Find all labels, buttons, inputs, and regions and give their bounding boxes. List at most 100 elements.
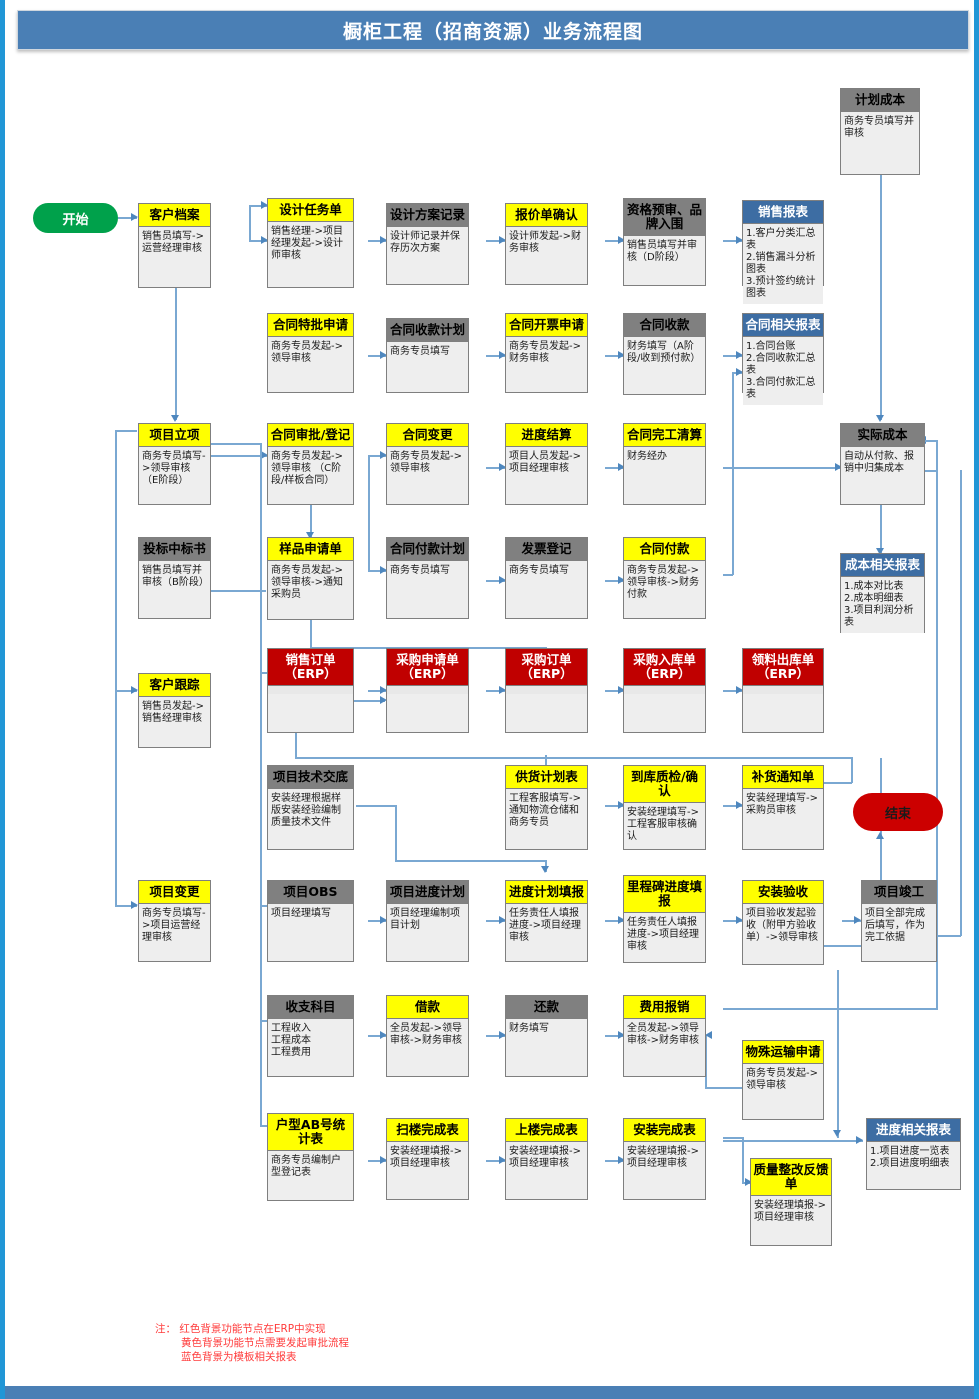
node-contract-recv-plan[interactable]: 合同收款计划 商务专员填写 — [386, 318, 469, 393]
node-title: 质量整改反馈单 — [751, 1159, 831, 1196]
arrowhead-icon — [261, 201, 268, 209]
node-repay[interactable]: 还款 财务填写 — [505, 995, 588, 1077]
node-project-change[interactable]: 项目变更 商务专员填写->项目运营经理审核 — [138, 880, 211, 962]
node-contract-special[interactable]: 合同特批申请 商务专员发起->领导审核 — [267, 313, 354, 393]
node-title: 成本相关报表 — [841, 554, 924, 577]
node-house-ab-stat[interactable]: 户型AB号统计表 商务专员编制户型登记表 — [267, 1113, 354, 1201]
node-title: 客户跟踪 — [139, 674, 210, 697]
node-quote-confirm[interactable]: 报价单确认 设计师发起->财务审核 — [505, 203, 588, 285]
node-body: 财务填写 — [506, 1019, 587, 1039]
node-design-task[interactable]: 设计任务单 销售经理->项目经理发起->设计师审核 — [267, 198, 354, 288]
node-project-setup[interactable]: 项目立项 商务专员填写->领导审核 （E阶段） — [138, 423, 211, 505]
node-body: 商务专员填写->项目运营经理审核 — [139, 904, 210, 948]
connector — [925, 440, 937, 442]
node-title: 设计任务单 — [268, 199, 353, 222]
node-purchase-req[interactable]: 采购申请单 （ERP） — [386, 648, 469, 733]
connector — [118, 217, 137, 219]
node-tech-brief[interactable]: 项目技术交底 安装经理根据样版安装经验编制质量技术文件 — [267, 765, 354, 850]
node-quality-fix[interactable]: 质量整改反馈单 安装经理填报->项目经理审核 — [750, 1158, 832, 1246]
node-contract-pay-plan[interactable]: 合同付款计划 商务专员填写 — [386, 537, 469, 619]
node-actual-cost[interactable]: 实际成本 自动从付款、报销中归集成本 — [840, 423, 925, 505]
node-contract-payment[interactable]: 合同付款 商务专员发起->领导审核->财务付款 — [623, 537, 706, 619]
arrowhead-icon — [833, 1130, 841, 1137]
node-title: 计划成本 — [841, 89, 919, 112]
node-title: 扫楼完成表 — [387, 1119, 468, 1142]
node-purchase-in[interactable]: 采购入库单 （ERP） — [623, 648, 706, 733]
node-upstairs-done[interactable]: 上楼完成表 安装经理填报->项目经理审核 — [505, 1118, 588, 1200]
node-body: 商务专员填写 — [387, 342, 468, 362]
node-contract-change[interactable]: 合同变更 商务专员发起->领导审核 — [386, 423, 469, 505]
arrowhead-icon — [618, 576, 625, 584]
connector — [115, 905, 137, 907]
node-progress-settle[interactable]: 进度结算 项目人员发起->项目经理审核 — [505, 423, 588, 505]
node-scan-done[interactable]: 扫楼完成表 安装经理填报->项目经理审核 — [386, 1118, 469, 1200]
node-customer-file[interactable]: 客户档案 销售员填写->运营经理审核 — [138, 203, 211, 288]
connector — [486, 240, 505, 242]
page-title: 橱柜工程（招商资源）业务流程图 — [342, 20, 643, 43]
node-project-sched[interactable]: 项目进度计划 项目经理编制项目计划 — [386, 880, 469, 962]
node-replenish-notice[interactable]: 补货通知单 安装经理填写->采购员审核 — [742, 765, 824, 850]
connector — [395, 805, 397, 860]
connector — [824, 782, 852, 784]
node-contract-approve[interactable]: 合同审批/登记 商务专员发起->领导审核 （C阶段/样板合同） — [267, 423, 354, 505]
connector — [842, 920, 861, 922]
node-body — [387, 686, 468, 694]
connector — [295, 757, 852, 759]
arrowhead-icon — [131, 901, 138, 909]
node-cost-report[interactable]: 成本相关报表 1.成本对比表 2.成本明细表 3.项目利润分析表 — [840, 553, 925, 633]
connector — [486, 467, 505, 469]
node-design-record[interactable]: 设计方案记录 设计师记录并保存历次方案 — [386, 203, 469, 285]
node-plan-cost[interactable]: 计划成本 商务专员填写并审核 — [840, 88, 920, 175]
arrowhead-icon — [380, 1031, 387, 1039]
connector — [211, 590, 266, 592]
legend-note: 注： 红色背景功能节点在ERP中实现 黄色背景功能节点需要发起审批流程 蓝色背景… — [155, 1322, 349, 1364]
arrowhead-icon — [499, 1031, 506, 1039]
node-body: 商务专员编制户型登记表 — [268, 1151, 353, 1183]
connector — [605, 1160, 623, 1162]
node-milestone-fill[interactable]: 里程碑进度填报 任务责任人填报进度->项目经理审核 — [623, 875, 706, 963]
node-title: 报价单确认 — [506, 204, 587, 227]
node-body: 任务责任人填报进度->项目经理审核 — [624, 913, 705, 957]
node-progress-report[interactable]: 进度相关报表 1.项目进度一览表 2.项目进度明细表 — [866, 1118, 961, 1190]
node-invoice-register[interactable]: 发票登记 商务专员填写 — [505, 537, 588, 619]
start-terminator[interactable]: 开始 — [33, 203, 118, 233]
node-sample-apply[interactable]: 样品申请单 商务专员发起->领导审核->通知采购员 — [267, 537, 354, 620]
node-body: 商务专员发起->领导审核 — [387, 447, 468, 479]
node-sched-fill[interactable]: 进度计划填报 任务责任人填报进度->项目经理审核 — [505, 880, 588, 962]
connector — [211, 443, 261, 445]
node-bid-win[interactable]: 投标中标书 销售员填写并审核（B阶段） — [138, 537, 211, 619]
arrowhead-icon — [499, 686, 506, 694]
node-income-subject[interactable]: 收支科目 工程收入 工程成本 工程费用 — [267, 995, 354, 1077]
node-sales-order[interactable]: 销售订单 （ERP） — [267, 648, 354, 733]
node-sales-report[interactable]: 销售报表 1.客户分类汇总表 2.销售漏斗分析图表 3.预计签约统计图表 — [742, 200, 824, 304]
node-install-accept[interactable]: 安装验收 项目验收发起验收（附甲方验收单）->领导审核 — [742, 880, 824, 965]
connector — [723, 1008, 937, 1010]
node-expense-reimb[interactable]: 费用报销 全员发起->领导审核->财务审核 — [623, 995, 706, 1077]
node-project-obs[interactable]: 项目OBS 项目经理填写 — [267, 880, 354, 962]
node-prequalify[interactable]: 资格预审、品牌入围 销售员填写并审核（D阶段） — [623, 198, 706, 286]
node-contract-receipt[interactable]: 合同收款 财务填写（A阶段/收到预付款） — [623, 313, 706, 395]
node-contract-report[interactable]: 合同相关报表 1.合同台账 2.合同收款汇总表 3.合同付款汇总表 — [742, 313, 824, 405]
node-special-transport[interactable]: 物殊运输申请 商务专员发起->领导审核 — [742, 1040, 824, 1120]
node-material-out[interactable]: 领料出库单 （ERP） — [742, 648, 824, 733]
connector — [368, 690, 386, 692]
node-install-done[interactable]: 安装完成表 安装经理填报->项目经理审核 — [623, 1118, 706, 1200]
node-body: 工程收入 工程成本 工程费用 — [268, 1019, 353, 1063]
node-supply-plan[interactable]: 供货计划表 工程客服填写->通知物流仓储和商务专员 — [505, 765, 588, 850]
end-terminator[interactable]: 结束 — [853, 793, 943, 831]
node-purchase-order[interactable]: 采购订单 （ERP） — [505, 648, 588, 733]
node-body: 财务填写（A阶段/收到预付款） — [624, 337, 705, 369]
node-project-complete[interactable]: 项目竣工 项目全部完成后填写，作为完工依据 — [861, 880, 937, 962]
node-loan[interactable]: 借款 全员发起->领导审核->财务审核 — [386, 995, 469, 1077]
node-contract-final[interactable]: 合同完工清算 财务经办 — [623, 423, 706, 505]
node-title: 合同特批申请 — [268, 314, 353, 337]
node-arrival-check[interactable]: 到库质检/确认 安装经理填写->工程客服审核确认 — [623, 765, 706, 850]
connector — [368, 570, 386, 572]
bottom-accent-bar — [5, 1386, 974, 1399]
connector — [723, 920, 742, 922]
node-contract-invoice[interactable]: 合同开票申请 商务专员发起->财务审核 — [505, 313, 588, 393]
node-customer-follow[interactable]: 客户跟踪 销售员发起->销售经理审核 — [138, 673, 211, 748]
node-title: 合同开票申请 — [506, 314, 587, 337]
node-body: 销售经理->项目经理发起->设计师审核 — [268, 222, 353, 266]
connector — [368, 455, 370, 570]
